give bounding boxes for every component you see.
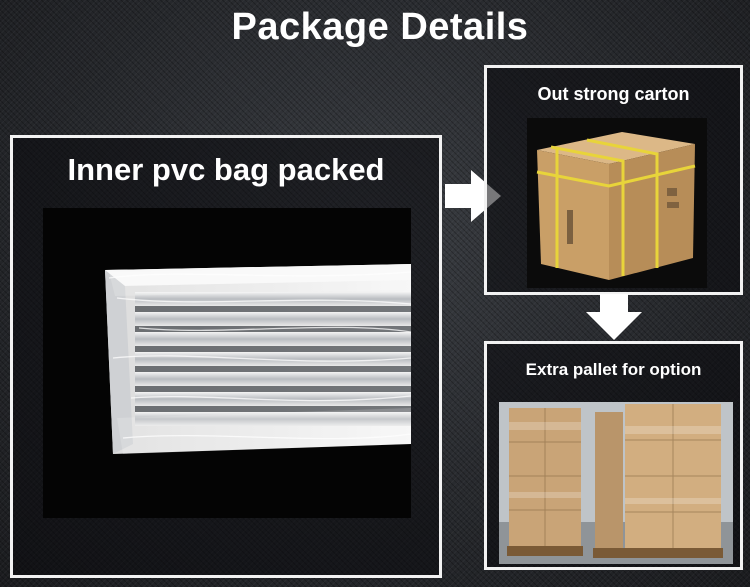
- carton-box-photo: [527, 118, 707, 288]
- right-arrow-icon: [443, 168, 503, 229]
- pallet-stack-photo: [499, 402, 733, 564]
- inner-pvc-bag-label: Inner pvc bag packed: [67, 152, 385, 187]
- pallet-label: Extra pallet for option: [525, 360, 702, 379]
- down-arrow-icon: [584, 292, 644, 347]
- outer-carton-label: Out strong carton: [537, 84, 690, 104]
- page-title: Package Details: [231, 6, 529, 48]
- grille-in-bag-photo: [43, 208, 411, 518]
- pallet-panel: Extra pallet for option: [484, 341, 743, 570]
- inner-pvc-bag-panel: Inner pvc bag packed: [10, 135, 442, 578]
- outer-carton-panel: Out strong carton: [484, 65, 743, 295]
